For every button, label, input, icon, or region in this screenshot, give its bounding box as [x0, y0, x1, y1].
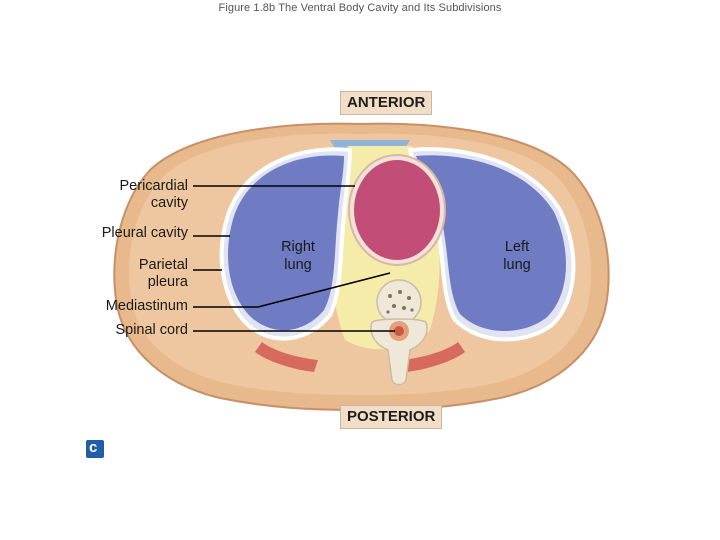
parietal-label-line1: Parietal [138, 257, 188, 273]
muscle-strip-right [402, 342, 465, 372]
left-lung-line1: Left [504, 239, 530, 255]
muscle-strip-left [255, 342, 318, 372]
right-lung-line2: lung [284, 257, 312, 273]
left-lung-shape [416, 155, 566, 332]
parietal-label-line2: pleura [147, 274, 188, 290]
publisher-badge-icon: c [86, 439, 104, 458]
vertebral-body [376, 279, 422, 325]
figure-caption: Figure 1.8b The Ventral Body Cavity and … [218, 2, 502, 14]
pericardial-label-line2: cavity [150, 195, 188, 211]
heart-shape [354, 160, 440, 260]
badge-letter: c [89, 439, 98, 456]
anterior-label: ANTERIOR [340, 91, 433, 115]
mediastinum-label: Mediastinum [105, 298, 188, 314]
spinal-cord-shape [394, 326, 404, 336]
posterior-label: POSTERIOR [340, 405, 443, 429]
leader-lines [193, 185, 395, 332]
vertebral-arch [370, 318, 428, 386]
left-lung-line2: lung [503, 257, 531, 273]
leader-mediastinum-angle [257, 272, 391, 308]
right-lung-label: Right lung [270, 238, 326, 274]
pleural-cavity-label: Pleural cavity [101, 225, 188, 241]
vertebra-pores [386, 290, 414, 314]
spinal-cord-label: Spinal cord [115, 322, 188, 338]
pericardial-cavity-label: Pericardial cavity [60, 178, 189, 212]
pericardial-label-line1: Pericardial [119, 178, 189, 194]
right-lung-line1: Right [281, 239, 315, 255]
left-lung-label: Left lung [492, 238, 542, 274]
right-lung-shape [228, 155, 344, 331]
parietal-pleura-label: Parietal pleura [60, 257, 188, 291]
